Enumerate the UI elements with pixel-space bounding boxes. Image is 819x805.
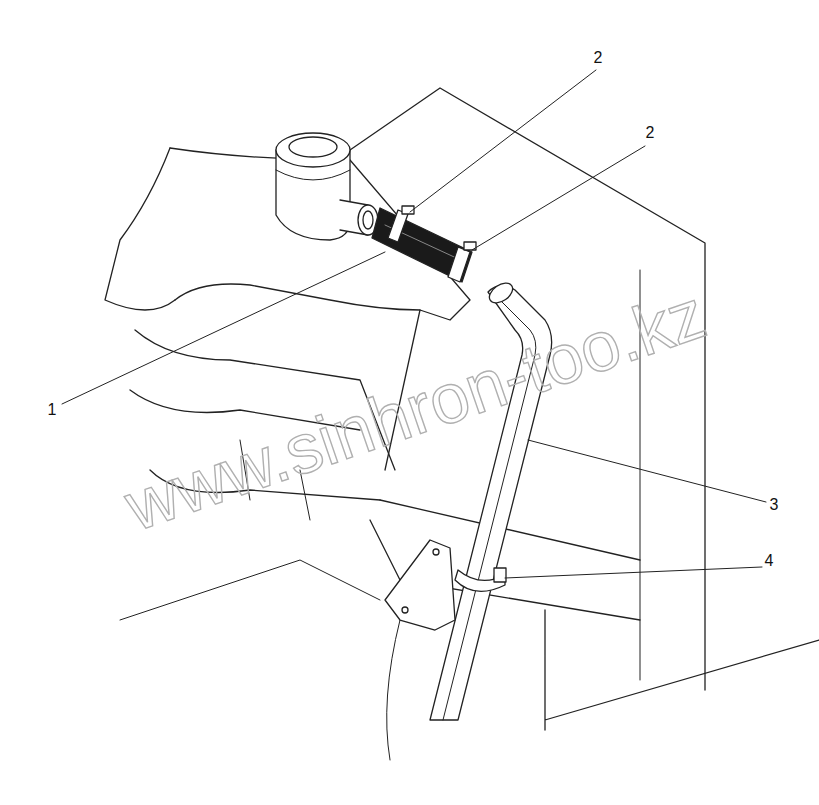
filter-rim	[276, 170, 350, 180]
callout-number: 1	[46, 401, 59, 419]
filter-top	[276, 133, 350, 167]
bolt	[402, 607, 408, 613]
hose-clamp	[388, 210, 408, 242]
hose	[372, 208, 472, 282]
pipe-end	[486, 279, 516, 307]
clamp-lug	[494, 568, 506, 582]
callout-number: 4	[763, 552, 776, 570]
callout-number: 2	[592, 49, 605, 67]
engine-ledge	[175, 284, 420, 310]
engine-left	[105, 148, 175, 310]
bolt	[433, 549, 439, 555]
spigot-bore	[363, 211, 373, 229]
bracket-plate	[385, 540, 455, 630]
engine-lower	[387, 620, 400, 760]
hose-clamp	[448, 247, 470, 282]
callout-number: 3	[768, 496, 781, 514]
watermark: www.sinhron-too.kz	[117, 278, 714, 542]
engine-lower	[120, 560, 380, 620]
leader-lines	[62, 70, 766, 578]
housing-base	[545, 610, 819, 730]
filter-cap	[289, 137, 337, 157]
callout-number: 2	[644, 124, 657, 142]
